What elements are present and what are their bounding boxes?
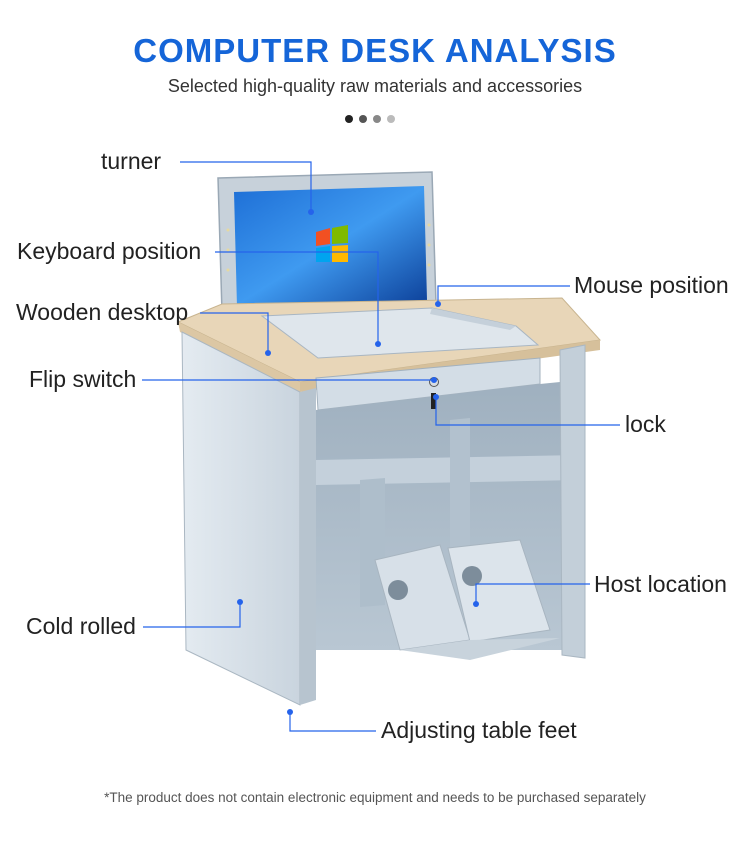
carousel-dot[interactable]	[345, 115, 353, 123]
label-flip-switch: Flip switch	[29, 366, 137, 392]
carousel-dot[interactable]	[373, 115, 381, 123]
label-lock: lock	[625, 411, 666, 437]
label-host-location: Host location	[594, 571, 727, 597]
carousel-dot[interactable]	[387, 115, 395, 123]
monitor	[217, 171, 437, 313]
leader-lines	[142, 161, 620, 732]
left-side-panel	[181, 331, 301, 706]
host-tray	[374, 539, 560, 660]
carousel-dots	[345, 115, 395, 123]
label-adjusting-table-feet: Adjusting table feet	[381, 717, 577, 743]
windows-logo-icon	[316, 225, 348, 262]
page-subtitle: Selected high-quality raw materials and …	[167, 76, 583, 96]
monitor-screen	[234, 186, 427, 307]
page-title: COMPUTER DESK ANALYSIS	[133, 32, 617, 69]
carousel-dot[interactable]	[359, 115, 367, 123]
label-wooden-desktop: Wooden desktop	[16, 299, 189, 325]
label-turner: turner	[101, 148, 162, 174]
disclaimer-note: *The product does not contain electronic…	[104, 790, 646, 805]
label-mouse-position: Mouse position	[574, 272, 729, 298]
right-side-panel	[559, 344, 586, 659]
leader-dots	[237, 209, 479, 715]
label-cold-rolled: Cold rolled	[26, 613, 136, 639]
label-keyboard-position: Keyboard position	[17, 238, 202, 264]
